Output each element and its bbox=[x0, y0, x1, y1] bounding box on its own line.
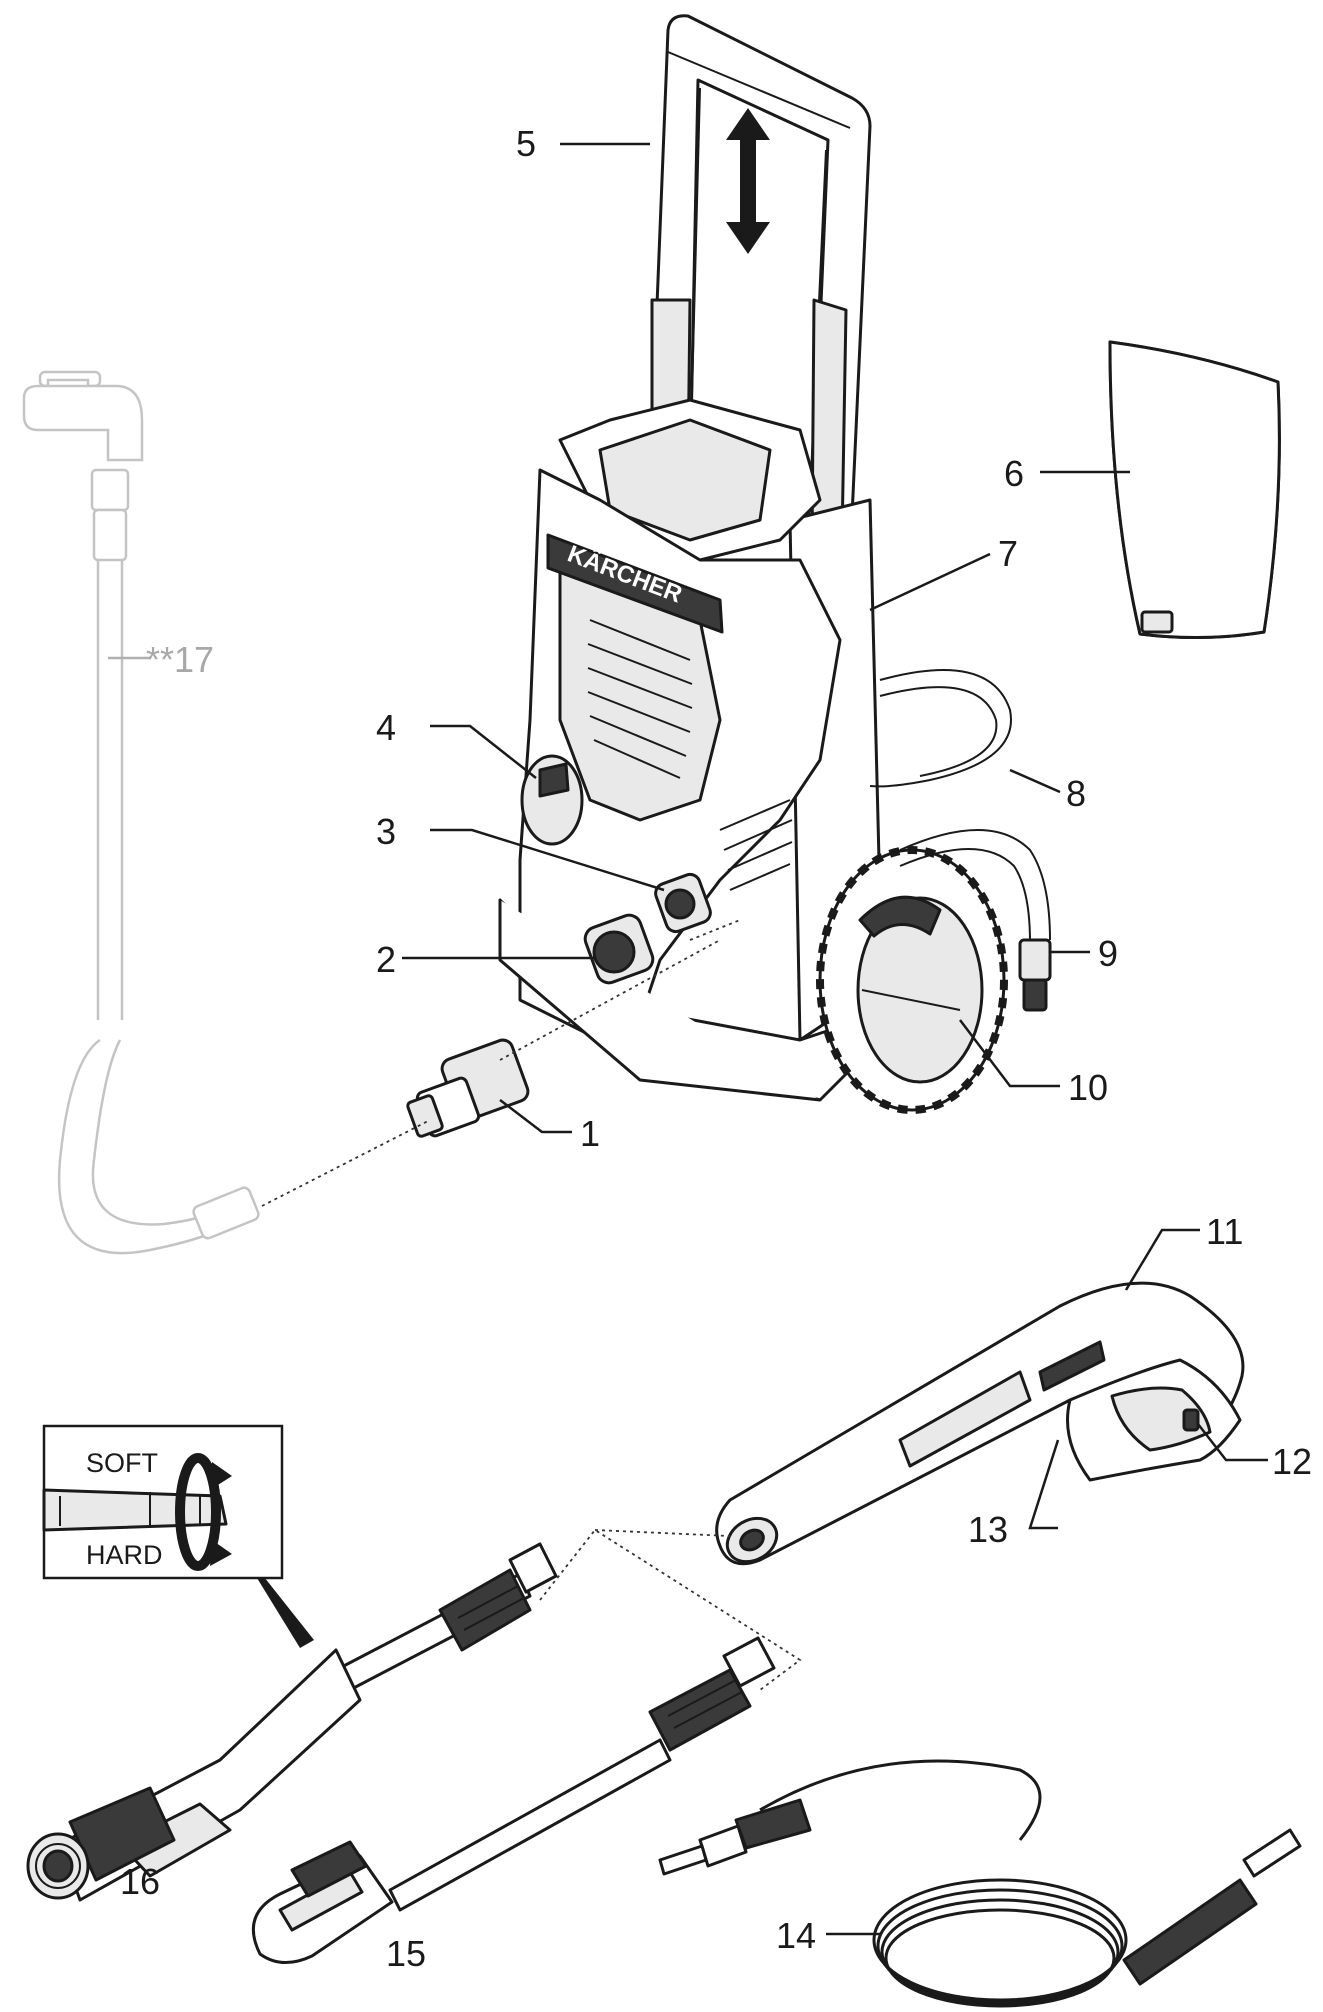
rotate-arrows-icon bbox=[175, 1453, 232, 1571]
assembly-line-outlet bbox=[689, 919, 741, 941]
water-inlet bbox=[583, 913, 655, 985]
callout-10: 10 bbox=[1068, 1067, 1108, 1108]
callout-14: 14 bbox=[776, 1915, 816, 1956]
filter-net bbox=[1108, 340, 1281, 640]
callout-3: 3 bbox=[376, 811, 396, 852]
high-pressure-hose bbox=[658, 1759, 1302, 2008]
hose-reel bbox=[816, 846, 1008, 1114]
power-switch bbox=[520, 754, 584, 846]
assembly-line-inlet bbox=[261, 1119, 431, 1207]
callout-7: 7 bbox=[998, 533, 1018, 574]
callout-numbers: 1 2 3 4 5 6 7 8 9 10 11 12 13 14 15 16 *… bbox=[120, 123, 1312, 1974]
callout-11: 11 bbox=[1206, 1211, 1243, 1252]
power-cable bbox=[869, 669, 1012, 788]
high-pressure-outlet bbox=[654, 872, 712, 934]
inset-hard-label: HARD bbox=[86, 1540, 163, 1570]
assembly-line-gun bbox=[594, 1529, 731, 1537]
callout-9: 9 bbox=[1098, 933, 1118, 974]
assembly-line-lances bbox=[539, 1528, 802, 1691]
spray-gun bbox=[715, 1281, 1245, 1566]
callout-2: 2 bbox=[376, 939, 396, 980]
standard-spray-lance bbox=[251, 1636, 776, 1964]
callout-17: **17 bbox=[146, 639, 214, 680]
pressure-washer-body: KÄRCHER bbox=[498, 398, 1052, 1114]
callout-4: 4 bbox=[376, 707, 396, 748]
callout-8: 8 bbox=[1066, 773, 1086, 814]
hose-connector bbox=[899, 829, 1052, 1012]
spray-adjustment-inset: SOFT HARD bbox=[42, 1424, 284, 1580]
hose-coupling bbox=[406, 1038, 530, 1138]
callout-12: 12 bbox=[1272, 1441, 1312, 1482]
water-tap-and-hose bbox=[22, 370, 260, 1255]
callout-15: 15 bbox=[386, 1933, 426, 1974]
callout-6: 6 bbox=[1004, 453, 1024, 494]
inset-soft-label: SOFT bbox=[86, 1448, 158, 1478]
callout-1: 1 bbox=[580, 1113, 600, 1154]
leader-lines bbox=[108, 142, 1268, 1936]
callout-5: 5 bbox=[516, 123, 536, 164]
adjust-height-arrow-icon bbox=[726, 108, 770, 254]
callout-16: 16 bbox=[120, 1861, 160, 1902]
callout-13: 13 bbox=[968, 1509, 1008, 1550]
safety-catch bbox=[1182, 1408, 1200, 1432]
front-vents bbox=[587, 619, 693, 779]
vario-power-lance bbox=[26, 1534, 558, 1902]
